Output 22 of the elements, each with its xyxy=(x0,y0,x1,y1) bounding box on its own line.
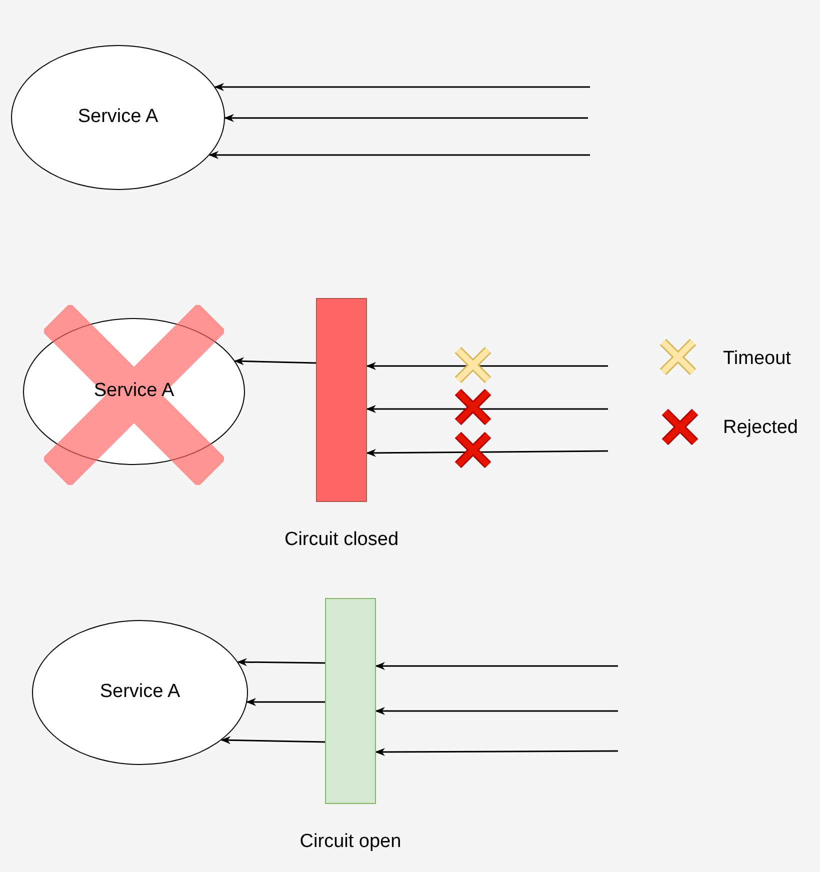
node-label: Service A xyxy=(78,105,158,130)
arrow xyxy=(375,662,618,670)
node-label: Circuit open xyxy=(298,830,402,854)
arrow xyxy=(236,658,325,666)
node-label: Circuit closed xyxy=(283,528,400,552)
arrow xyxy=(208,151,590,159)
node-label: Service A xyxy=(94,379,174,404)
arrow xyxy=(234,357,316,366)
legend-label: Timeout xyxy=(723,347,791,371)
arrow xyxy=(375,748,618,756)
arrow xyxy=(366,448,608,457)
circuit-bar xyxy=(316,298,367,502)
arrow xyxy=(246,698,325,706)
arrow xyxy=(366,362,608,370)
arrow xyxy=(375,707,618,715)
legend-label: Rejected xyxy=(723,416,798,440)
arrow xyxy=(220,736,326,744)
arrow xyxy=(224,114,588,122)
arrow xyxy=(366,405,608,413)
circuit-bar xyxy=(325,598,376,804)
node-label: Service A xyxy=(100,680,180,704)
arrow xyxy=(214,83,590,91)
